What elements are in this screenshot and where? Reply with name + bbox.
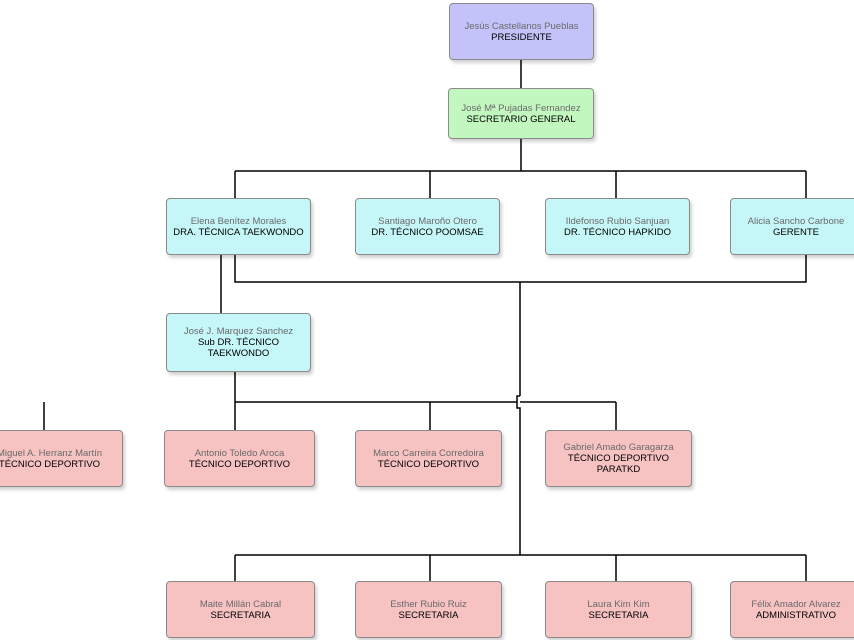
node-person-name: Jesús Castellanos Pueblas: [464, 20, 579, 32]
org-node-secretary[interactable]: Laura Kim Kim SECRETARIA: [545, 581, 692, 638]
node-role: Sub DR. TÉCNICO: [197, 337, 280, 348]
org-node-president[interactable]: Jesús Castellanos Pueblas PRESIDENTE: [449, 3, 594, 60]
node-person-name: Marco Carreira Corredoira: [373, 447, 484, 459]
node-role: DRA. TÉCNICA TAEKWONDO: [173, 226, 304, 238]
connector-secretary-directors: [234, 139, 807, 198]
node-person-name: Alicia Sancho Carbone: [747, 215, 845, 227]
node-person-name: Santiago Maroño Otero: [378, 215, 477, 227]
org-node-technician[interactable]: Miguel A. Herranz Martín TÉCNICO DEPORTI…: [0, 430, 123, 487]
node-person-name: Miguel A. Herranz Martín: [0, 447, 103, 459]
node-role: SECRETARIA: [210, 609, 271, 621]
node-person-name: Esther Rubio Ruiz: [390, 598, 467, 610]
org-node-manager[interactable]: Alicia Sancho Carbone GERENTE: [730, 198, 854, 255]
connector-subdirector-technicians: [43, 372, 617, 430]
org-node-director-poomsae[interactable]: Santiago Maroño Otero DR. TÉCNICO POOMSA…: [355, 198, 500, 255]
node-role: ADMINISTRATIVO: [755, 609, 837, 621]
node-role: GERENTE: [773, 226, 819, 238]
connector-crossing-bump: [516, 395, 521, 555]
org-node-sub-director[interactable]: José J. Marquez Sanchez Sub DR. TÉCNICO …: [166, 313, 311, 372]
node-role: TÉCNICO DEPORTIVO: [188, 458, 291, 470]
org-node-secretary[interactable]: Esther Rubio Ruiz SECRETARIA: [355, 581, 502, 638]
node-role: TÉCNICO DEPORTIVO: [0, 458, 101, 470]
connector-administration: [234, 554, 807, 581]
org-node-secretary[interactable]: Maite Millán Cabral SECRETARIA: [166, 581, 315, 638]
node-role: DR. TÉCNICO POOMSAE: [371, 226, 484, 238]
node-role: TAEKWONDO: [207, 348, 270, 359]
org-node-technician-paratkd[interactable]: Gabriel Amado Garagarza TÉCNICO DEPORTIV…: [545, 430, 692, 487]
node-person-name: José J. Marquez Sanchez: [183, 326, 294, 337]
node-person-name: Laura Kim Kim: [587, 598, 650, 610]
org-node-secretary-general[interactable]: José Mª Pujadas Fernandez SECRETARIO GEN…: [448, 88, 594, 139]
node-person-name: Elena Benítez Morales: [190, 215, 287, 227]
node-role: PARATKD: [596, 464, 641, 475]
node-role: DR. TÉCNICO HAPKIDO: [564, 226, 671, 238]
node-role: TÉCNICO DEPORTIVO: [567, 453, 670, 464]
org-node-technician[interactable]: Antonio Toledo Aroca TÉCNICO DEPORTIVO: [164, 430, 315, 487]
org-node-director-hapkido[interactable]: Ildefonso Rubio Sanjuan DR. TÉCNICO HAPK…: [545, 198, 690, 255]
node-role: SECRETARIA: [588, 609, 649, 621]
node-role: SECRETARIO GENERAL: [466, 113, 576, 125]
node-person-name: Maite Millán Cabral: [199, 598, 282, 610]
node-person-name: Gabriel Amado Garagarza: [563, 442, 674, 453]
node-role: TÉCNICO DEPORTIVO: [377, 458, 480, 470]
org-node-technician[interactable]: Marco Carreira Corredoira TÉCNICO DEPORT…: [355, 430, 502, 487]
node-person-name: Ildefonso Rubio Sanjuan: [565, 215, 670, 227]
org-node-administrative[interactable]: Félix Amador Alvarez ADMINISTRATIVO: [730, 581, 854, 638]
node-person-name: José Mª Pujadas Fernandez: [461, 102, 581, 114]
node-role: PRESIDENTE: [491, 31, 552, 43]
node-role: SECRETARIA: [398, 609, 459, 621]
node-person-name: Antonio Toledo Aroca: [194, 447, 285, 459]
org-node-director-taekwondo[interactable]: Elena Benítez Morales DRA. TÉCNICA TAEKW…: [166, 198, 311, 255]
node-person-name: Félix Amador Alvarez: [751, 598, 841, 610]
connector-staff-branch: [234, 255, 807, 396]
